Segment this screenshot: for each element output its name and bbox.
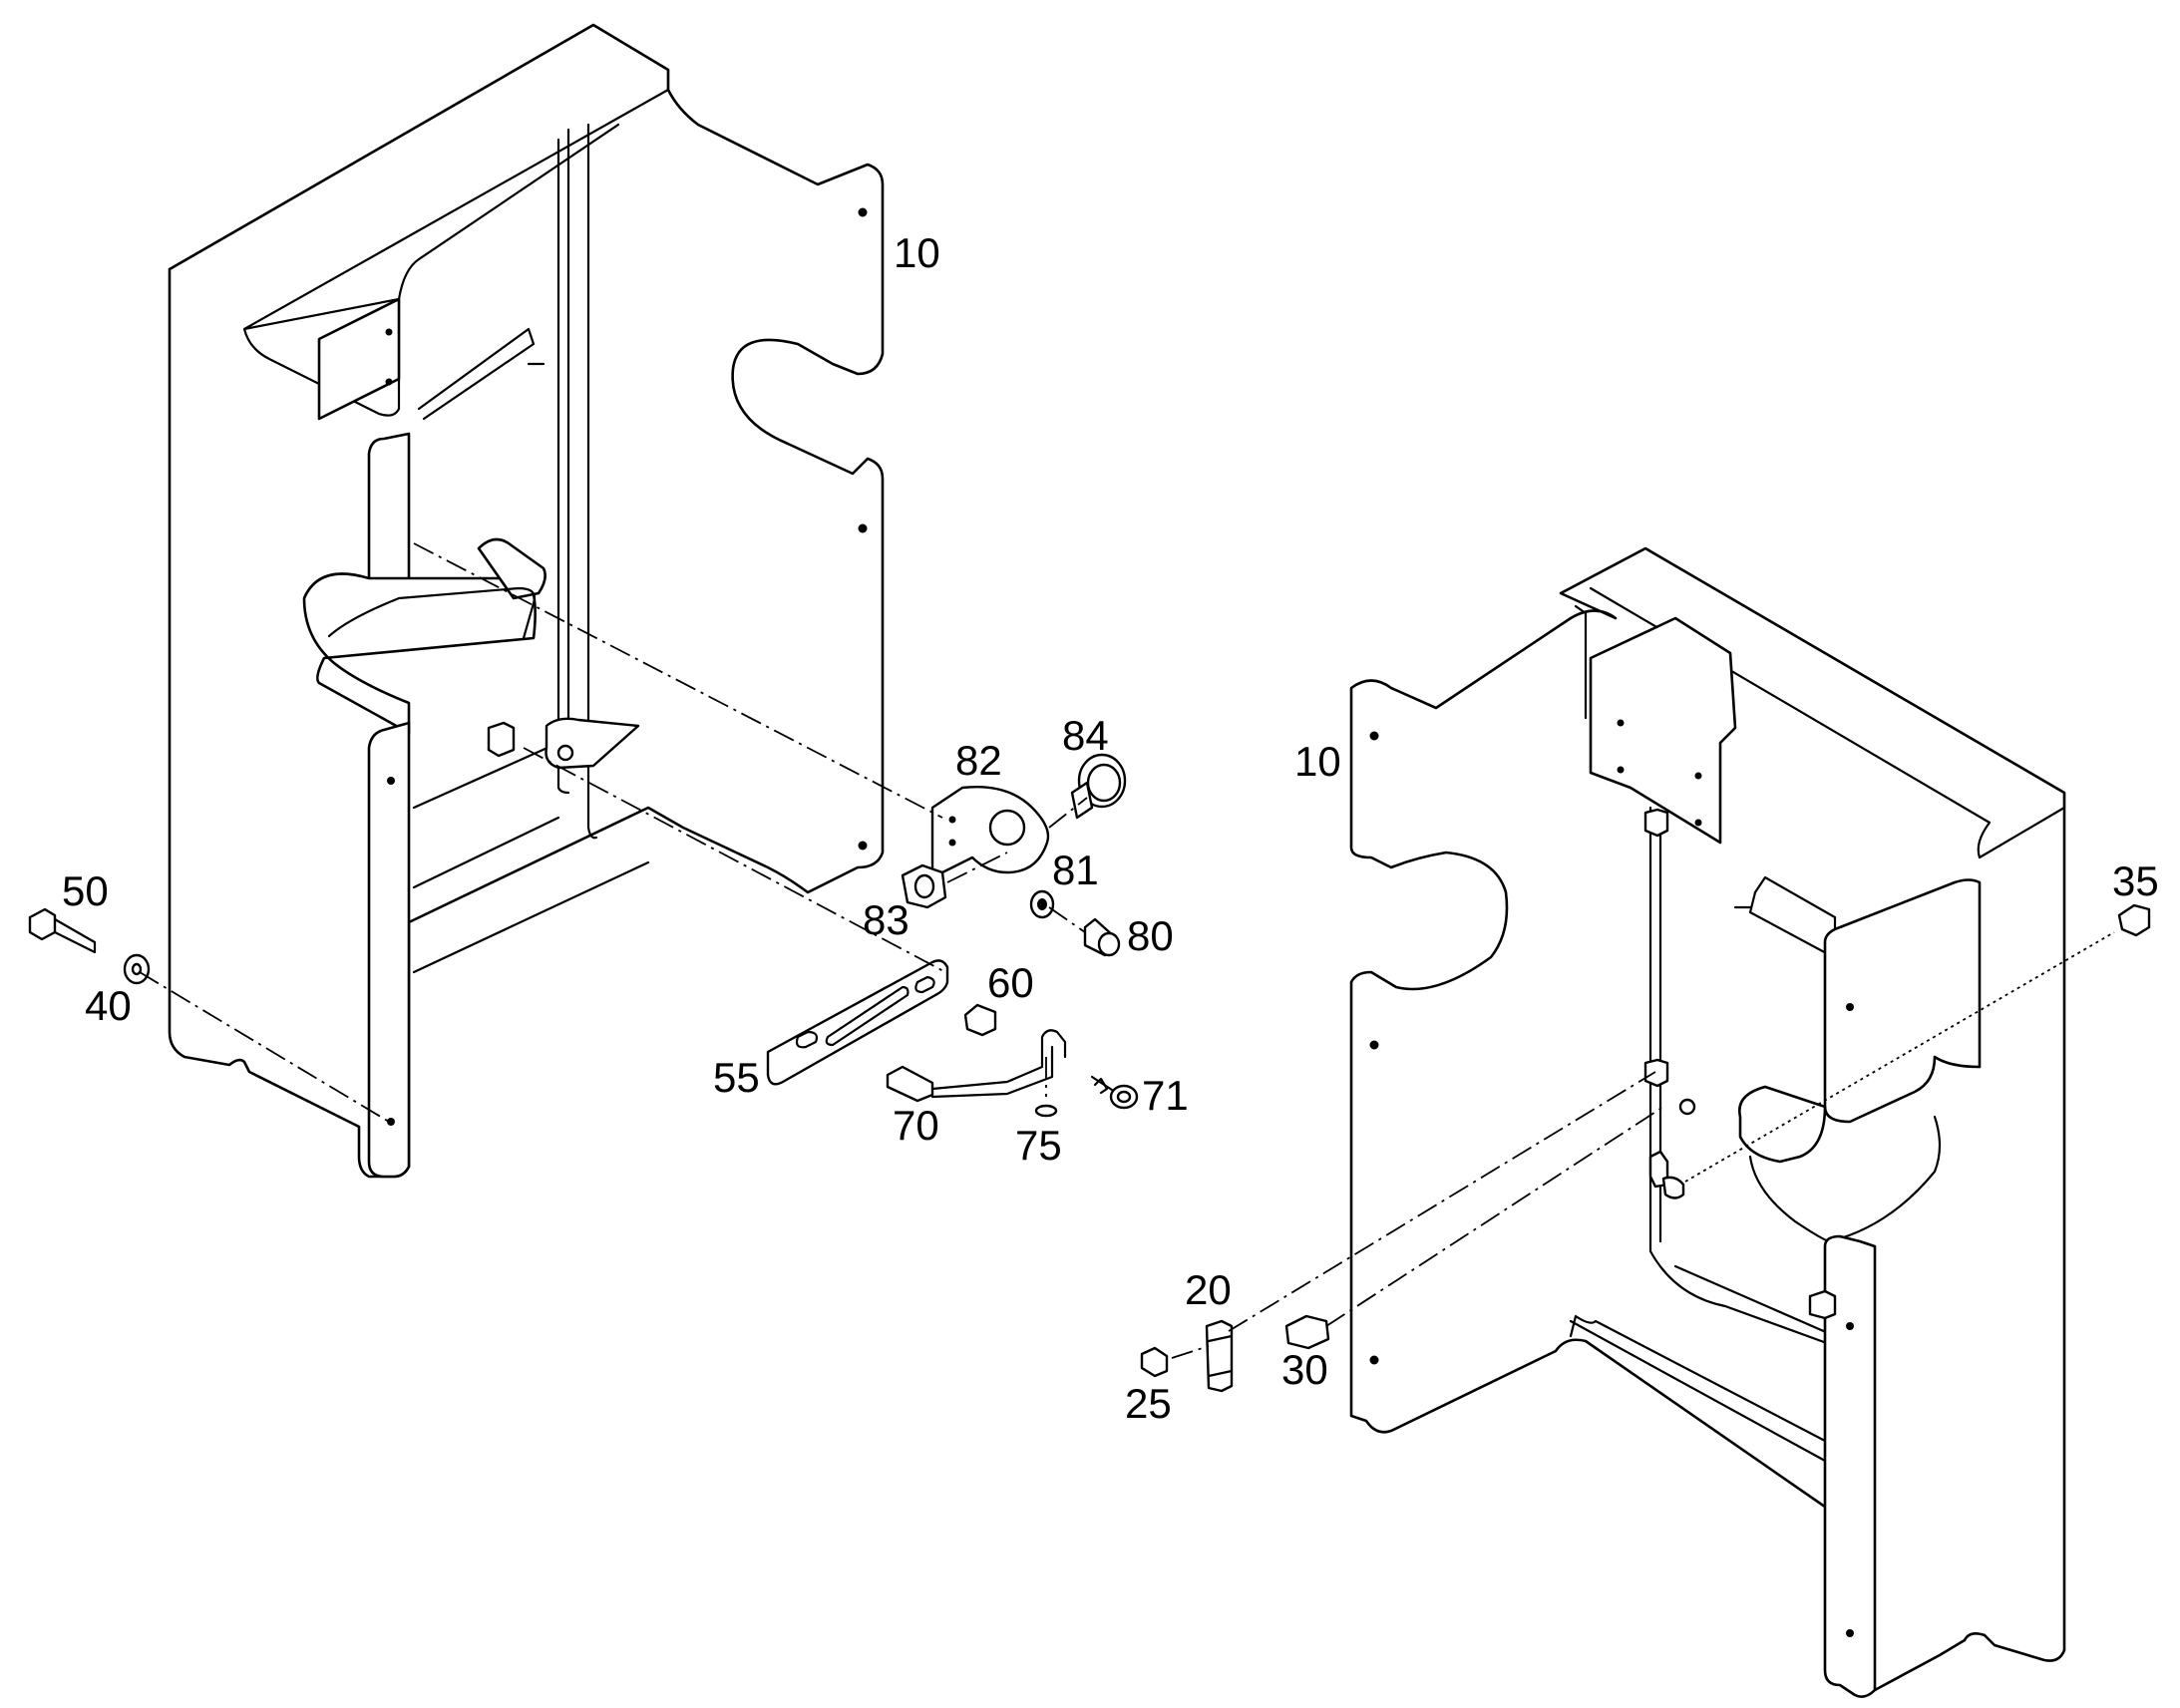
right-cabinet-housing <box>1349 546 2066 1698</box>
callout-70: 70 <box>893 1102 939 1149</box>
callout-55: 55 <box>713 1054 760 1101</box>
bolt-part-50 <box>28 907 97 954</box>
callout-10-right: 10 <box>1294 738 1341 785</box>
nut-part-83 <box>901 863 947 909</box>
callout-81: 81 <box>1052 847 1099 893</box>
callout-60: 60 <box>987 959 1034 1006</box>
screw-part-60 <box>963 1003 997 1037</box>
screw-part-25 <box>1140 1346 1169 1378</box>
callout-71: 71 <box>1142 1072 1189 1119</box>
callout-30: 30 <box>1281 1346 1328 1393</box>
callout-50: 50 <box>62 867 109 914</box>
washer-part-75 <box>1034 1057 1058 1118</box>
callout-84: 84 <box>1062 712 1109 759</box>
washer-part-40 <box>123 953 151 985</box>
knob-part-84 <box>1070 753 1127 820</box>
latch-rod-part-70 <box>886 1029 1067 1103</box>
callout-80: 80 <box>1127 912 1174 959</box>
screw-part-35 <box>2117 903 2151 937</box>
cap-part-30 <box>1284 1314 1330 1350</box>
callout-25: 25 <box>1125 1380 1172 1427</box>
screw-part-80 <box>1083 917 1121 957</box>
hinge-bracket-part-82 <box>930 786 1050 879</box>
callout-75: 75 <box>1015 1122 1062 1169</box>
washer-part-81 <box>1029 889 1055 919</box>
callout-83: 83 <box>863 896 909 943</box>
callout-labels: 10 84 82 83 81 80 50 40 60 55 70 75 71 1… <box>62 229 2159 1427</box>
callout-35: 35 <box>2112 857 2159 904</box>
callout-20: 20 <box>1185 1266 1232 1313</box>
callout-10-left: 10 <box>894 229 940 276</box>
key-part-71 <box>1090 1075 1139 1110</box>
callout-40: 40 <box>85 982 132 1029</box>
strike-plate-part-20 <box>1205 1319 1234 1393</box>
assembly-lines <box>139 542 2115 1359</box>
latch-plate-part-55 <box>766 959 949 1086</box>
callout-82: 82 <box>955 737 1002 784</box>
